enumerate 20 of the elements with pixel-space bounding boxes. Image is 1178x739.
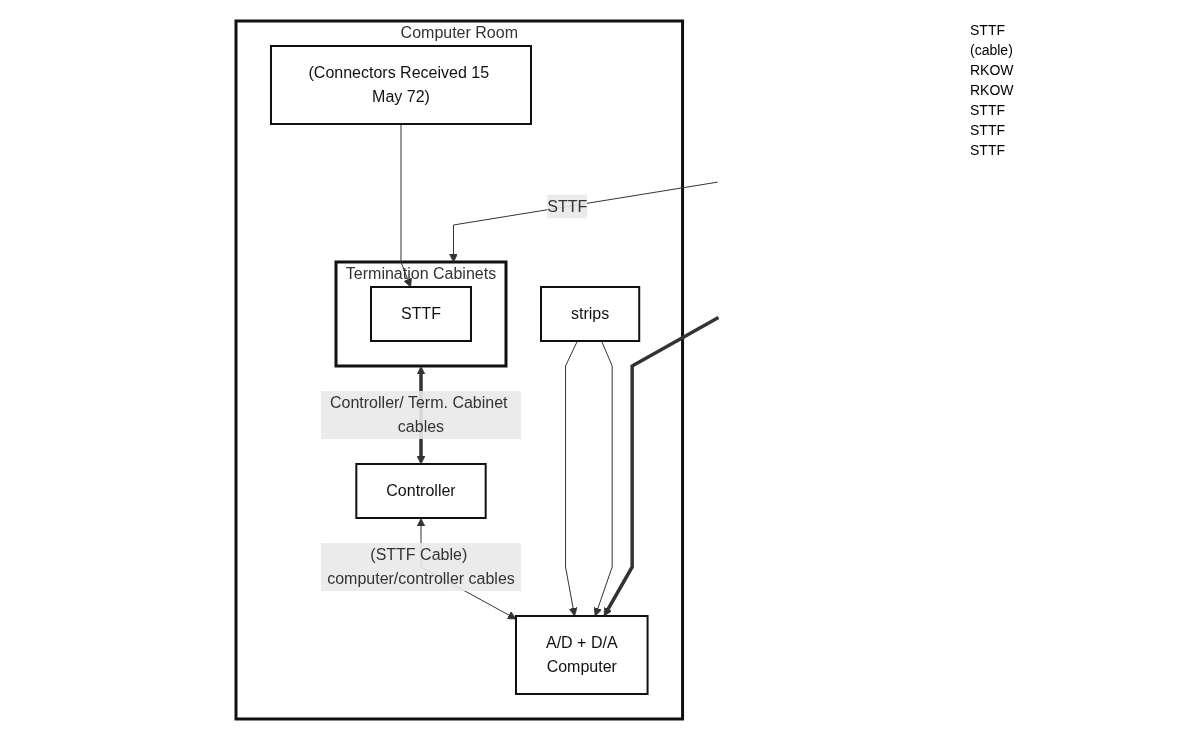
arrow [449, 181, 719, 262]
arrow [400, 123, 413, 287]
connector-label: STTF [970, 22, 1006, 38]
connector-label: RKOW [970, 82, 1015, 98]
connector-label: RKOW [970, 62, 1015, 78]
arrow [565, 340, 579, 616]
node-box: (Connectors Received 15 May 72) [270, 44, 533, 125]
arrow [593, 340, 613, 616]
node-box: strips [540, 285, 641, 342]
connector-label: STTF [970, 122, 1006, 138]
connector-label: STTF [970, 102, 1006, 118]
edge-label: Controller/ Term. Cabinet cables [330, 393, 508, 435]
arrow [603, 315, 720, 616]
connector-label: (cable) [970, 42, 1014, 58]
node-box: Controller [355, 462, 487, 519]
connector-label: STTF [970, 142, 1006, 158]
edge-label: (STTF Cable) computer/controller cables [327, 545, 516, 587]
node-box: STTF [370, 285, 473, 342]
node-box: A/D + D/A Computer [515, 614, 649, 695]
edge-label: STTF [547, 197, 588, 215]
